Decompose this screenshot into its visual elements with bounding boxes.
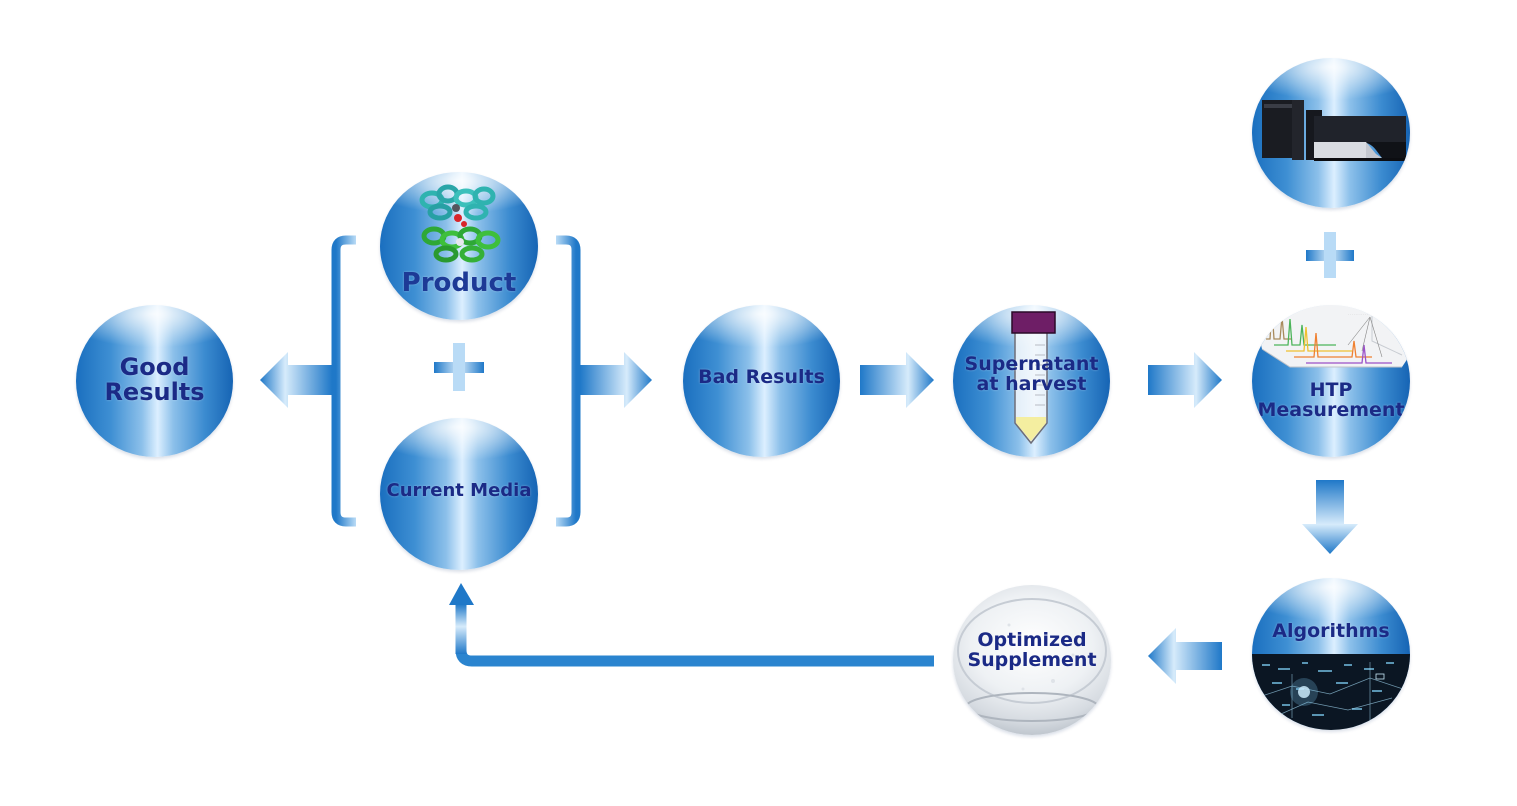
arrow-supplement-to-media-head: [449, 583, 474, 605]
plus-icon-product-media: [434, 343, 484, 391]
node-label-algorithms: Algorithms: [1272, 620, 1390, 642]
node-algorithms: Algorithms: [1252, 578, 1410, 730]
node-optimized-supplement: Optimized Supplement: [953, 585, 1111, 735]
arrow-htp-to-algorithms: [1302, 480, 1358, 554]
node-current-media: Current Media: [380, 418, 538, 570]
arrow-supplement-to-media-shaft: [455, 604, 467, 654]
node-label-good-results: Good Results: [104, 353, 205, 407]
chromatogram-image: · · · · · · · · · · ·: [1252, 305, 1410, 368]
node-supernatant: Supernatant at harvest: [953, 305, 1110, 457]
arrow-to-good-results: [260, 352, 332, 408]
node-instrument: [1252, 58, 1410, 208]
arrow-bad-to-supernatant: [860, 352, 934, 408]
node-htp-measurement: · · · · · · · · · · · HTP Measurement: [1252, 305, 1410, 457]
lc-ms-instrument-image: [1262, 100, 1406, 161]
arrow-supernatant-to-htp: [1148, 352, 1222, 408]
protein-structure-image: [419, 184, 501, 263]
node-label-bad-results: Bad Results: [698, 366, 825, 388]
powder-dish-image: [957, 598, 1107, 722]
right-bracket: [556, 235, 581, 527]
node-product: Product: [380, 172, 538, 320]
node-label-optimized-supplement: Optimized Supplement: [967, 629, 1097, 671]
data-network-image: [1252, 654, 1410, 730]
arrow-to-bad-results: [580, 352, 652, 408]
arrow-supplement-to-media-line: [455, 608, 934, 667]
node-label-product: Product: [401, 268, 517, 298]
plus-icon-instrument-measurement: [1306, 232, 1354, 278]
node-label-current-media: Current Media: [386, 480, 532, 501]
node-good-results: Good Results: [76, 305, 233, 457]
node-bad-results: Bad Results: [683, 305, 840, 457]
centrifuge-tube-image: [1011, 311, 1056, 445]
left-bracket: [331, 235, 356, 527]
node-label-supernatant: Supernatant at harvest: [964, 353, 1099, 395]
arrow-algorithms-to-supplement: [1148, 628, 1222, 684]
svg-text:· · · · · · · · · · ·: · · · · · · · · · · ·: [1348, 312, 1368, 316]
node-label-htp-measurement: HTP Measurement: [1257, 379, 1405, 421]
